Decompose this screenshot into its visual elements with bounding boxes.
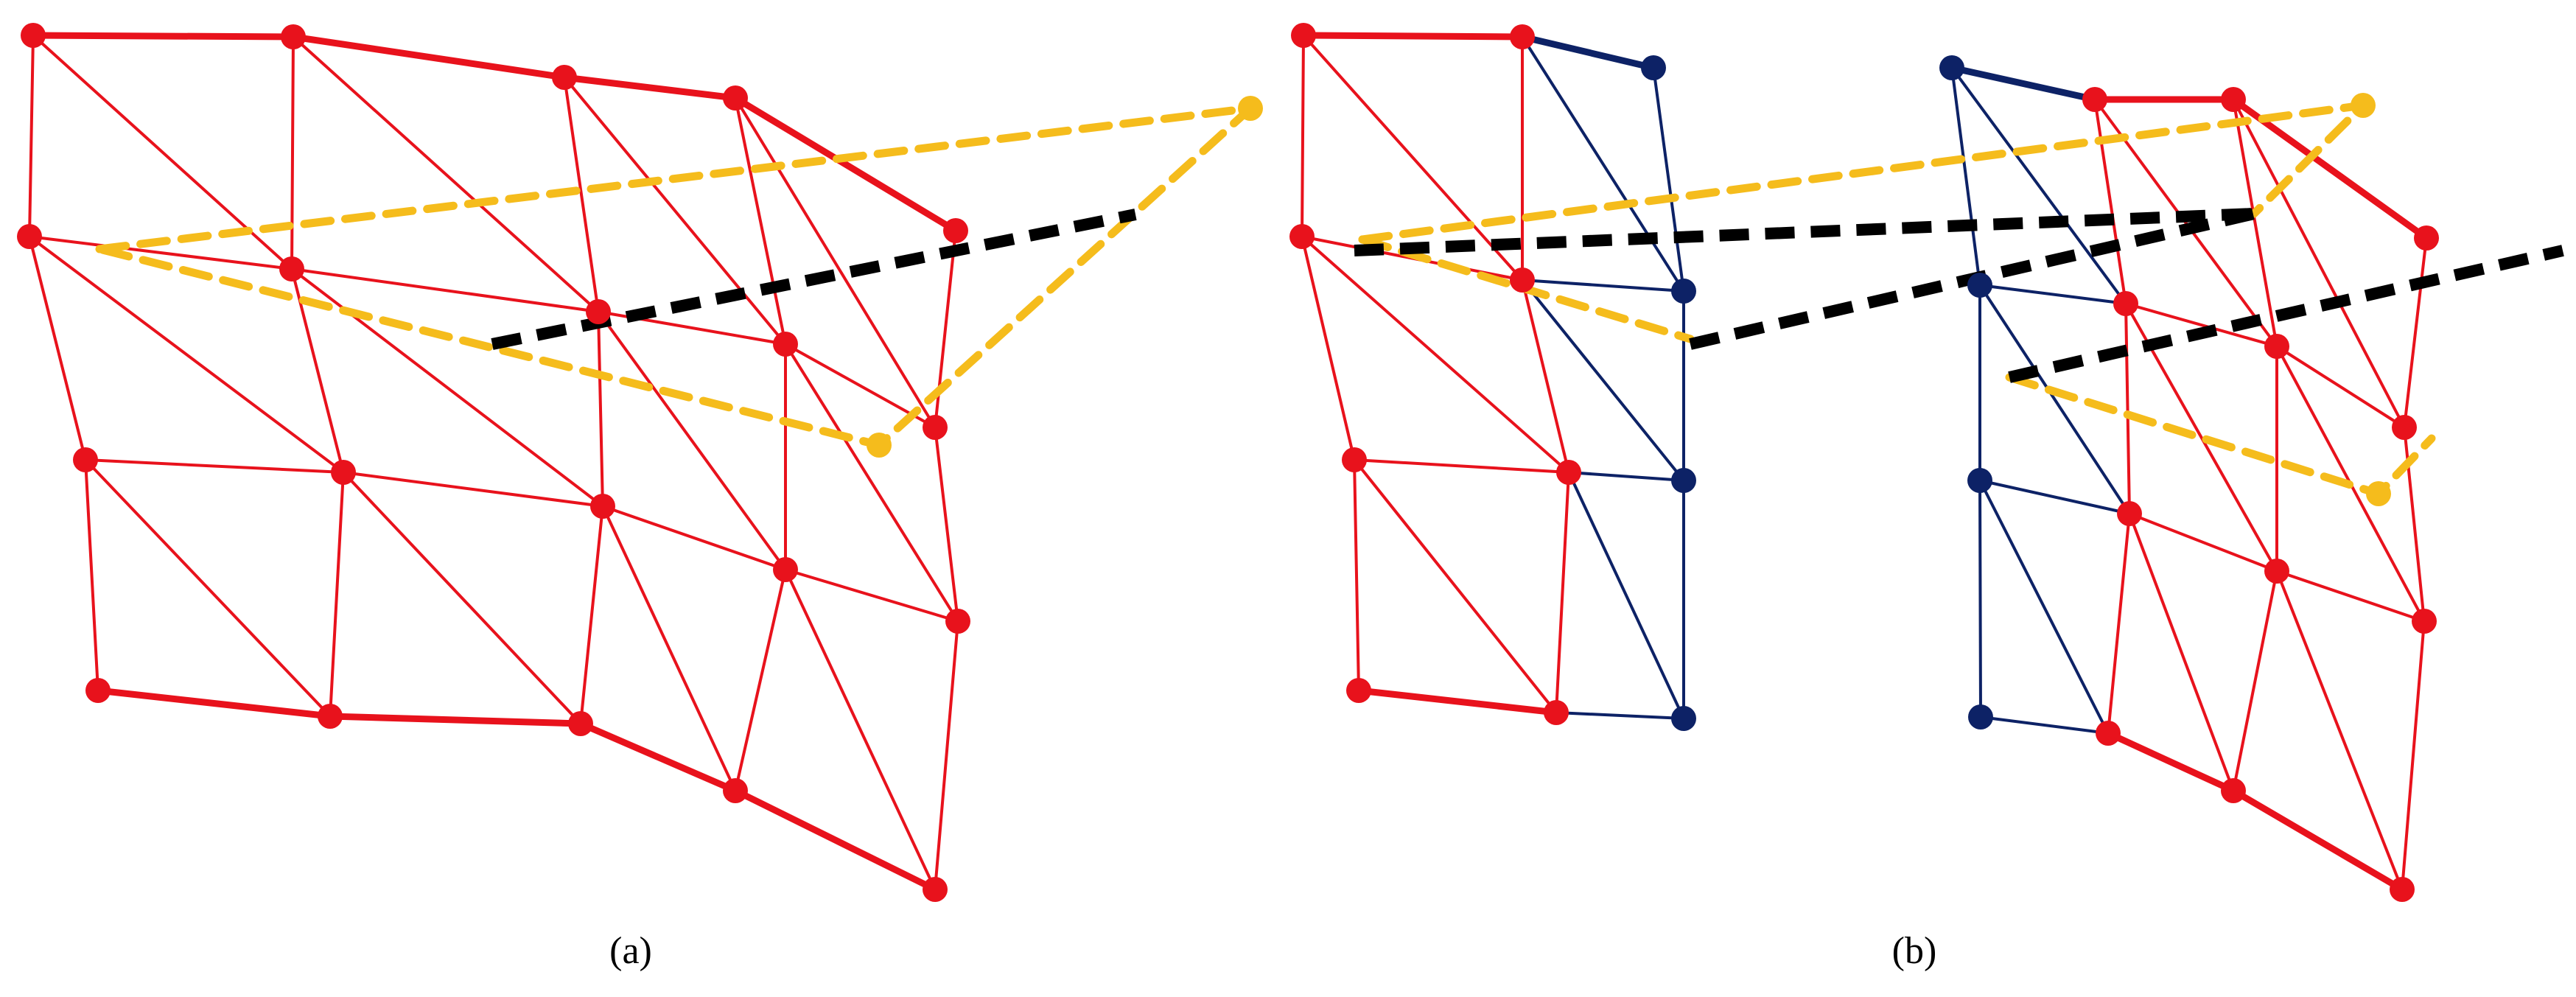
mesh-node <box>17 224 42 249</box>
mesh-node <box>1291 23 1316 48</box>
blue-node <box>1967 468 1992 493</box>
blue-node <box>1671 468 1696 493</box>
mesh-node <box>923 415 948 440</box>
panel-b-left-blue-strip <box>1519 33 1685 720</box>
mesh-node <box>1289 224 1315 249</box>
mesh-node <box>331 460 356 485</box>
mesh-node <box>85 678 111 703</box>
blue-node <box>1671 706 1696 731</box>
panel-a-yellow-dashed-outline <box>95 104 1255 449</box>
blue-node <box>1671 279 1696 304</box>
mesh-node <box>568 711 593 736</box>
mesh-node <box>2412 609 2437 634</box>
mesh-node <box>586 299 611 324</box>
mesh-node <box>723 778 748 803</box>
mesh-node <box>281 24 306 49</box>
mesh-node <box>2113 291 2138 316</box>
panel-b-yellow-right-path <box>2005 373 2436 498</box>
mesh-node <box>590 494 615 519</box>
panel-b-yellow-node <box>2351 93 2376 118</box>
panel-a-yellow-node <box>867 433 892 458</box>
mesh-node <box>1342 447 1367 472</box>
mesh-node <box>945 609 970 634</box>
mesh-node <box>2390 877 2415 902</box>
mesh-node <box>773 557 798 582</box>
mesh-node <box>1544 700 1569 725</box>
panel-a-bottom-boundary <box>94 687 939 893</box>
blue-node <box>1641 55 1666 80</box>
mesh-node <box>1510 267 1535 293</box>
mesh-node <box>2082 87 2107 112</box>
panel-b-blue-nodes <box>1641 55 1993 731</box>
mesh-node <box>21 23 46 48</box>
panel-a-nodes <box>17 23 970 902</box>
mesh-node <box>1346 678 1371 703</box>
mesh-node <box>2392 415 2417 440</box>
panel-a-yellow-node <box>1238 96 1263 121</box>
mesh-node <box>1556 460 1581 485</box>
panel-b: (b) <box>1289 23 2564 972</box>
panel-a-mesh-edges <box>28 34 959 891</box>
mesh-node <box>279 256 304 281</box>
mesh-node <box>2414 225 2439 251</box>
mesh-node <box>2117 501 2142 526</box>
panel-b-right-blue-strip <box>1948 64 2131 735</box>
mesh-node <box>318 704 343 729</box>
mesh-node <box>2221 87 2246 112</box>
mesh-node <box>552 65 577 90</box>
mesh-node <box>2221 778 2246 803</box>
panel-b-black-line-top <box>1354 208 2255 256</box>
panel-b-label: (b) <box>1892 930 1937 972</box>
panel-a-label: (a) <box>609 930 652 972</box>
mesh-node <box>2096 721 2121 746</box>
panel-b-yellow-node <box>2366 481 2391 506</box>
mesh-node <box>73 447 98 472</box>
mesh-node <box>723 85 748 111</box>
mesh-node <box>773 332 798 357</box>
mesh-node <box>2264 559 2289 584</box>
blue-node <box>1967 273 1992 298</box>
mesh-node <box>923 877 948 902</box>
blue-node <box>1968 704 1993 730</box>
panel-b-black-line-right <box>2008 245 2564 383</box>
panel-a: (a) <box>17 23 1263 972</box>
panel-b-red-nodes <box>1289 23 2439 902</box>
blue-node <box>1939 55 1964 80</box>
panel-b-left-red-mesh <box>1300 32 1570 716</box>
panel-a-black-dashed-line <box>491 209 1137 350</box>
mesh-node <box>1510 24 1535 49</box>
mesh-node <box>2264 334 2289 359</box>
panel-b-yellow-left-path <box>1358 101 2367 244</box>
mesh-node <box>943 218 968 243</box>
